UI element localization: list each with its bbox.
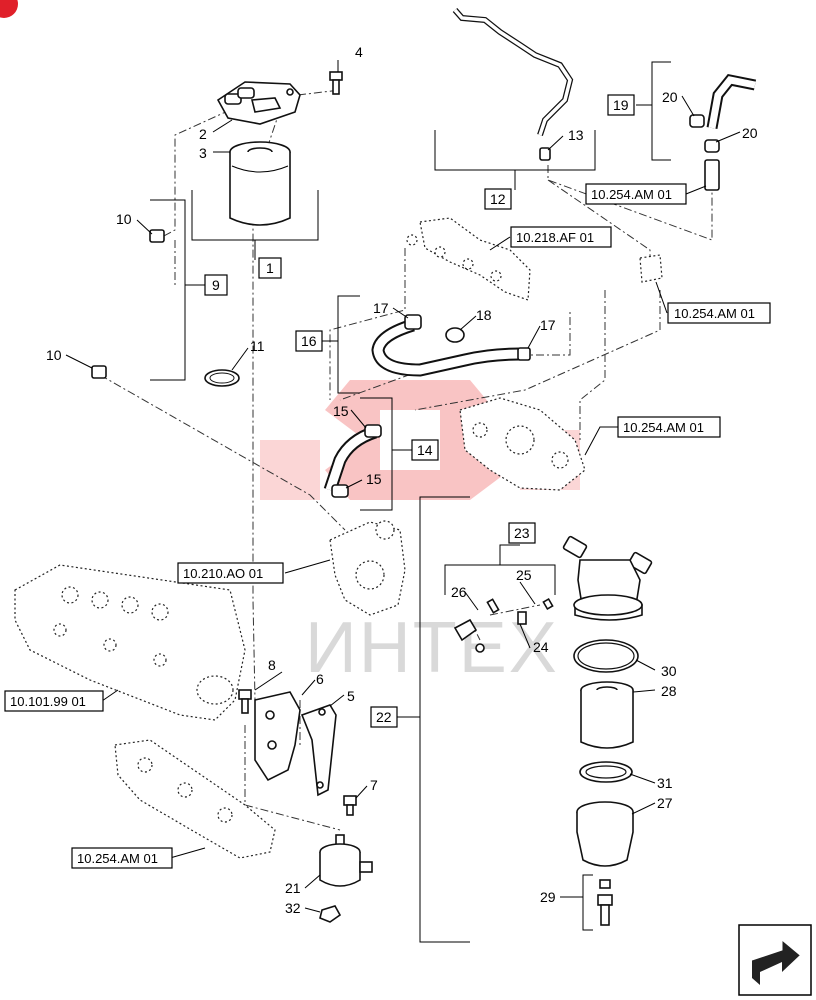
callout-31: 31 bbox=[657, 775, 673, 791]
sensor-part-21 bbox=[319, 834, 373, 887]
bolt-part-8 bbox=[238, 689, 252, 714]
callout-box-16: 16 bbox=[295, 330, 323, 352]
callout-2: 2 bbox=[199, 126, 207, 142]
engine-block-part bbox=[14, 564, 246, 721]
callout-box-12: 12 bbox=[484, 188, 512, 210]
callout-box-23: 23 bbox=[508, 522, 536, 544]
ref-box-10-210-ao-01[interactable]: 10.210.AO 01 bbox=[177, 562, 284, 584]
callout-6: 6 bbox=[316, 671, 324, 687]
callout-32: 32 bbox=[285, 900, 301, 916]
hose-part-19 bbox=[689, 73, 757, 153]
callout-25: 25 bbox=[516, 567, 532, 583]
hose-part-16 bbox=[371, 314, 531, 377]
boxed-callouts: 1 9 12 19 16 14 23 22 bbox=[204, 94, 635, 728]
fuel-manifold-part bbox=[459, 397, 586, 491]
ref-box-10-254-am-01-bottom[interactable]: 10.254.AM 01 bbox=[71, 847, 173, 869]
reference-boxes: 10.254.AM 01 10.218.AF 01 10.254.AM 01 1… bbox=[4, 183, 771, 869]
filter-housing-head bbox=[562, 535, 653, 621]
nut-part-32 bbox=[319, 905, 342, 923]
corner-badge bbox=[0, 0, 18, 18]
injection-pump-part bbox=[329, 520, 406, 616]
callout-3: 3 bbox=[199, 145, 207, 161]
drain-valve-part-29 bbox=[597, 879, 613, 926]
callout-5: 5 bbox=[347, 688, 355, 704]
svg-text:14: 14 bbox=[417, 442, 433, 458]
callout-8: 8 bbox=[268, 657, 276, 673]
ref-box-10-218-af-01[interactable]: 10.218.AF 01 bbox=[510, 226, 612, 248]
tee-fitting-part bbox=[639, 254, 663, 283]
clamp-part-18 bbox=[445, 327, 465, 343]
filter-bowl-part-27 bbox=[576, 801, 634, 867]
callout-20-top: 20 bbox=[662, 89, 678, 105]
fitting-part bbox=[704, 159, 720, 191]
svg-text:23: 23 bbox=[514, 525, 530, 541]
svg-text:10.101.99 01: 10.101.99 01 bbox=[10, 694, 86, 709]
ref-box-10-254-am-01-top[interactable]: 10.254.AM 01 bbox=[585, 183, 687, 205]
callout-11: 11 bbox=[250, 338, 265, 354]
svg-text:10.254.AM 01: 10.254.AM 01 bbox=[623, 420, 704, 435]
fuel-filter-cartridge bbox=[229, 141, 291, 226]
callout-box-9: 9 bbox=[204, 274, 228, 296]
callout-4: 4 bbox=[355, 44, 363, 60]
callout-18: 18 bbox=[476, 307, 492, 323]
clamp-part-11 bbox=[204, 369, 240, 387]
fuel-rail-part bbox=[406, 217, 531, 301]
callout-20-right: 20 bbox=[742, 125, 758, 141]
leader-lines bbox=[65, 60, 741, 913]
hose-part-14 bbox=[323, 424, 382, 498]
svg-text:19: 19 bbox=[613, 97, 629, 113]
callout-24: 24 bbox=[533, 639, 549, 655]
callout-box-19: 19 bbox=[607, 94, 635, 116]
seal-ring-part-31 bbox=[579, 761, 633, 783]
callout-box-14: 14 bbox=[411, 439, 439, 461]
callout-27: 27 bbox=[657, 795, 673, 811]
filter-head-part bbox=[216, 81, 301, 125]
callout-21: 21 bbox=[285, 880, 301, 896]
callout-labels: 2 3 4 10 10 11 13 15 15 17 17 18 20 20 8… bbox=[46, 44, 758, 916]
callout-15-top: 15 bbox=[333, 403, 349, 419]
filter-element-part-28 bbox=[580, 681, 634, 749]
fuel-pipe-part-12 bbox=[452, 8, 574, 161]
bolt-part-4 bbox=[329, 71, 343, 95]
svg-text:9: 9 bbox=[212, 277, 220, 293]
svg-text:10.254.AM 01: 10.254.AM 01 bbox=[591, 187, 672, 202]
svg-text:10.254.AM 01: 10.254.AM 01 bbox=[674, 306, 755, 321]
callout-26: 26 bbox=[451, 584, 467, 600]
svg-text:16: 16 bbox=[301, 333, 317, 349]
callout-7: 7 bbox=[370, 777, 378, 793]
bracket-part-6 bbox=[254, 691, 301, 782]
callout-28: 28 bbox=[661, 683, 677, 699]
svg-text:10.218.AF 01: 10.218.AF 01 bbox=[516, 230, 594, 245]
group-brackets bbox=[150, 61, 671, 943]
callout-17-left: 17 bbox=[373, 300, 389, 316]
svg-text:10.254.AM 01: 10.254.AM 01 bbox=[77, 851, 158, 866]
svg-text:1: 1 bbox=[266, 260, 274, 276]
callout-box-1: 1 bbox=[258, 257, 282, 279]
callout-15-bottom: 15 bbox=[366, 471, 382, 487]
small-parts-23 bbox=[453, 597, 554, 653]
watermark-text: ИНТЕХ bbox=[305, 608, 559, 688]
strap-part-5 bbox=[300, 704, 337, 797]
o-ring-part-30 bbox=[573, 639, 639, 673]
ref-box-10-254-am-01-mid[interactable]: 10.254.AM 01 bbox=[667, 302, 771, 324]
ref-box-10-254-am-01-manifold[interactable]: 10.254.AM 01 bbox=[617, 416, 721, 438]
next-page-arrow-icon[interactable] bbox=[738, 924, 812, 996]
callout-box-22: 22 bbox=[370, 706, 398, 728]
bolt-part-7 bbox=[343, 795, 357, 816]
svg-text:22: 22 bbox=[376, 709, 392, 725]
callout-30: 30 bbox=[661, 663, 677, 679]
callout-17-right: 17 bbox=[540, 317, 556, 333]
callout-29: 29 bbox=[540, 889, 556, 905]
callout-13: 13 bbox=[568, 127, 584, 143]
svg-text:12: 12 bbox=[490, 191, 506, 207]
ref-box-10-101-99-01[interactable]: 10.101.99 01 bbox=[4, 690, 104, 712]
callout-10-top: 10 bbox=[116, 211, 132, 227]
callout-10-bottom: 10 bbox=[46, 347, 62, 363]
svg-text:10.210.AO 01: 10.210.AO 01 bbox=[183, 566, 263, 581]
exhaust-manifold-part bbox=[114, 739, 276, 859]
hose-part-9 bbox=[84, 229, 165, 379]
